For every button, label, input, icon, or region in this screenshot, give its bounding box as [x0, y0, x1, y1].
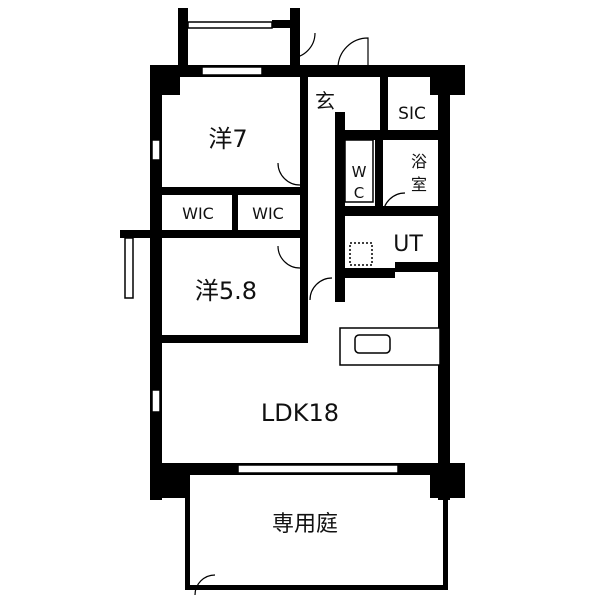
room-label-entrance: 玄: [315, 89, 335, 113]
room-label-wc-1: W: [352, 163, 367, 181]
room-label-wc-2: C: [354, 184, 364, 202]
room-label-bath-1: 浴: [411, 152, 427, 171]
room-label-utility: UT: [393, 232, 423, 257]
room-label-wic-2: WIC: [252, 204, 284, 223]
room-label-wic-1: WIC: [182, 204, 214, 223]
room-label-sic: SIC: [398, 104, 426, 124]
door-swings: [194, 32, 406, 596]
windows-and-fixtures: [124, 21, 441, 474]
room-label-ldk: LDK18: [261, 399, 339, 427]
room-label-western-7: 洋7: [208, 125, 247, 153]
walls: [120, 8, 465, 590]
room-labels: 洋7 玄 SIC 浴 室 W C WIC WIC UT 洋5.8 LDK18 専…: [182, 89, 427, 537]
room-label-bath-2: 室: [411, 175, 427, 194]
room-label-western-58: 洋5.8: [195, 277, 257, 305]
room-label-private-garden: 専用庭: [272, 512, 338, 537]
